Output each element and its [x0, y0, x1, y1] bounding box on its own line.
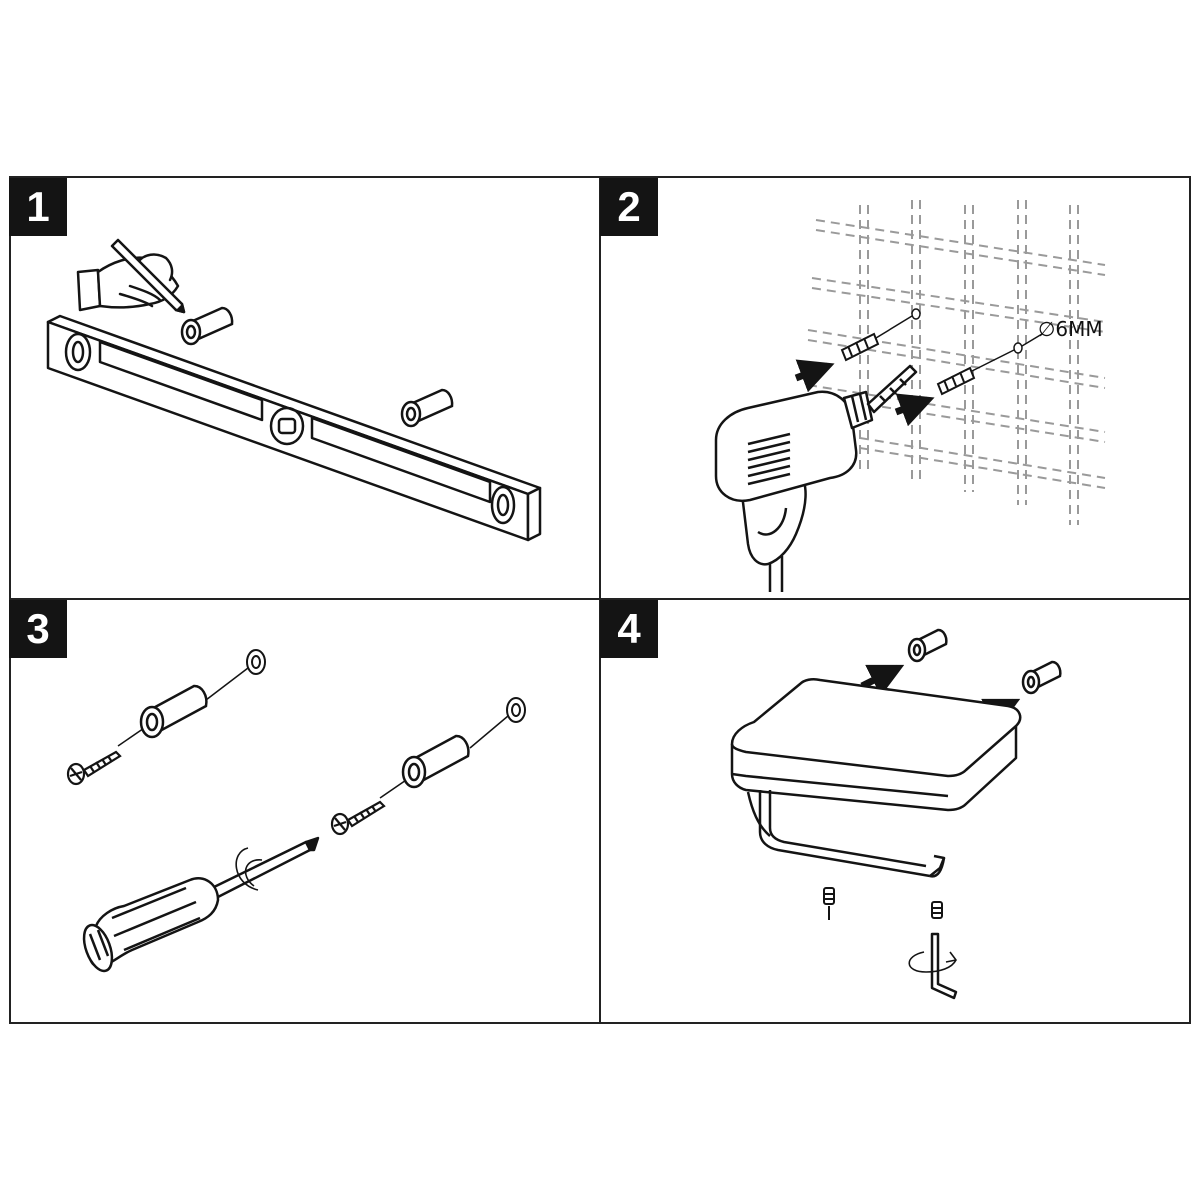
shelf-holder-icon	[730, 677, 1022, 878]
screw-icon	[66, 750, 386, 836]
washer-icon	[246, 649, 526, 723]
guide-lines	[117, 667, 509, 799]
wall-plug-icon	[840, 332, 976, 396]
set-screw-icon	[823, 887, 943, 920]
direction-arrows	[794, 359, 935, 427]
mounting-anchor-icon	[907, 628, 1062, 695]
electric-drill-icon	[714, 364, 918, 592]
drill-diameter-label: ∅6MM	[1038, 317, 1103, 341]
step-3-badge: 3	[9, 600, 67, 658]
drill-holes	[875, 308, 1043, 375]
tile-grid	[807, 200, 1106, 525]
spirit-level-icon	[46, 314, 542, 542]
hand-pencil-icon	[76, 238, 186, 314]
step-2-badge: 2	[600, 178, 658, 236]
plastic-anchor-icon	[139, 684, 470, 789]
hex-key-icon	[908, 932, 958, 1000]
wall-anchor-icon	[180, 306, 454, 428]
step-4-badge: 4	[600, 600, 658, 658]
screwdriver-icon	[82, 836, 320, 973]
panel-divider-horizontal	[9, 598, 1191, 600]
step-1-badge: 1	[9, 178, 67, 236]
